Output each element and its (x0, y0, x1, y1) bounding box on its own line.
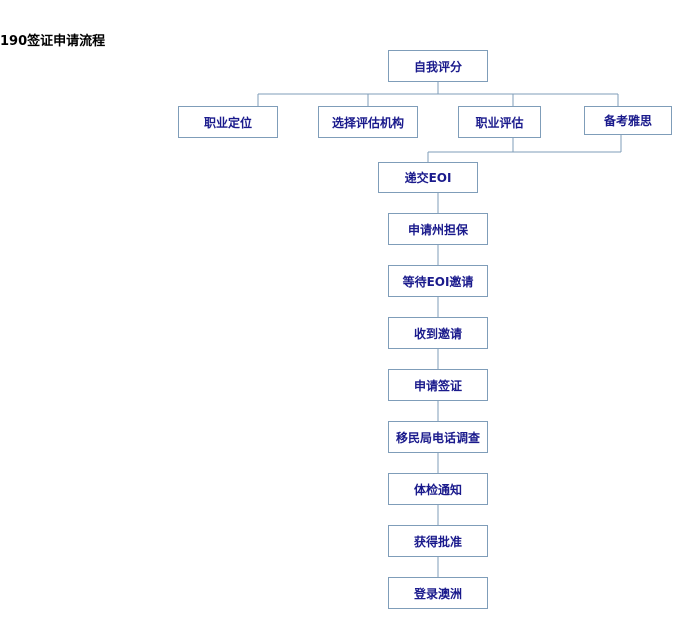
node-branch-1: 职业定位 (178, 106, 278, 138)
node-branch-2: 选择评估机构 (318, 106, 418, 138)
node-step-1: 递交EOI (378, 162, 478, 193)
node-step-3: 等待EOI邀请 (388, 265, 488, 297)
node-step-8: 获得批准 (388, 525, 488, 557)
node-branch-3: 职业评估 (458, 106, 541, 138)
node-step-6: 移民局电话调查 (388, 421, 488, 453)
node-step-4: 收到邀请 (388, 317, 488, 349)
node-step-7: 体检通知 (388, 473, 488, 505)
node-step-5: 申请签证 (388, 369, 488, 401)
node-step-9: 登录澳洲 (388, 577, 488, 609)
node-step-2: 申请州担保 (388, 213, 488, 245)
page-title: 190签证申请流程 (0, 34, 106, 49)
node-branch-4: 备考雅思 (584, 106, 672, 135)
node-root: 自我评分 (388, 50, 488, 82)
